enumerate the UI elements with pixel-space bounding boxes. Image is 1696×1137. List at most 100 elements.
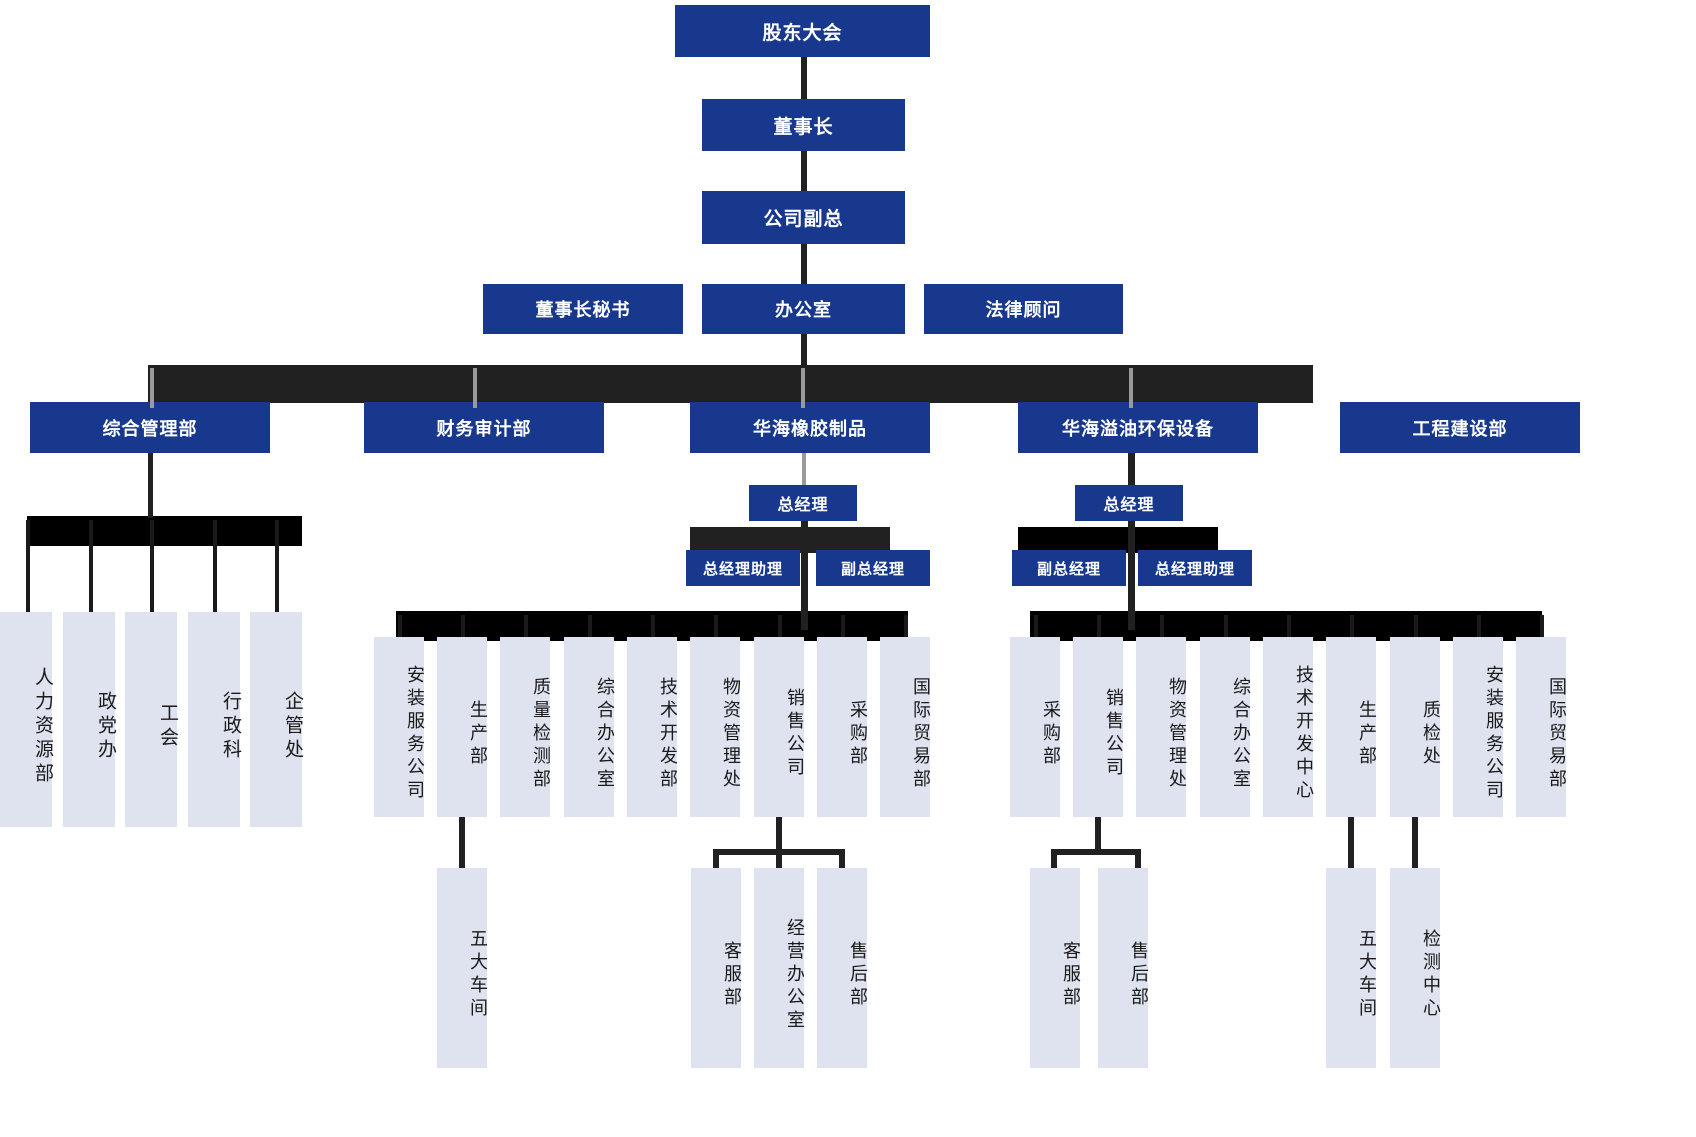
node-label: 综合办公室 (595, 676, 615, 792)
spill-sales-after-sales[interactable]: 售后部 (1098, 868, 1149, 1068)
spill-gm-assistant[interactable]: 总经理助理 (1138, 550, 1252, 586)
connector-division-bus (148, 365, 1313, 403)
connector-spill-dept-bus (1030, 611, 1542, 641)
connector-rubber-stub-0 (398, 615, 402, 650)
spill-dept-general-office[interactable]: 综合办公室 (1200, 637, 1251, 817)
division-finance-audit[interactable]: 财务审计部 (364, 402, 604, 453)
spill-dept-quality-inspection[interactable]: 质检处 (1390, 637, 1441, 817)
rubber-sales-business-office[interactable]: 经营办公室 (754, 868, 805, 1068)
connector-rubber-stub-4 (651, 615, 655, 650)
node-label: 企管处 (282, 690, 303, 763)
node-legal-counsel[interactable]: 法律顾问 (924, 284, 1123, 334)
connector-rubber-stub-6 (778, 615, 782, 650)
connector-chairman-to-vp (801, 150, 807, 192)
connector-spill-stub-3 (1224, 615, 1228, 650)
connector-rubber-stub-2 (524, 615, 528, 650)
spill-dept-production[interactable]: 生产部 (1326, 637, 1377, 817)
connector-spill-sales-stub-0 (1051, 849, 1057, 869)
rubber-sales-after-sales[interactable]: 售后部 (817, 868, 868, 1068)
node-label: 生产部 (468, 699, 488, 769)
connector-spill-sales-stub-1 (1135, 849, 1141, 869)
rubber-dept-sales-company[interactable]: 销售公司 (754, 637, 805, 817)
node-label: 售后部 (1129, 940, 1149, 1010)
rubber-dept-general-office[interactable]: 综合办公室 (564, 637, 615, 817)
dept-enterprise-management[interactable]: 企管处 (250, 612, 303, 827)
node-shareholders-meeting[interactable]: 股东大会 (675, 5, 930, 57)
rubber-dept-installation-service[interactable]: 安装服务公司 (374, 637, 425, 817)
rubber-deputy-gm[interactable]: 副总经理 (816, 550, 930, 586)
division-engineering-construction[interactable]: 工程建设部 (1340, 402, 1580, 453)
node-label: 质检处 (1421, 699, 1441, 769)
connector-office-to-divisionbar (801, 333, 807, 365)
spill-deputy-gm[interactable]: 副总经理 (1012, 550, 1126, 586)
connector-rubber-production-down (459, 817, 465, 869)
connector-spill-to-gm (1128, 453, 1135, 485)
node-label: 安装服务公司 (405, 665, 425, 803)
node-label: 五大车间 (468, 929, 488, 1021)
connector-rubber-stub-7 (841, 615, 845, 650)
node-label: 公司副总 (763, 209, 844, 230)
dept-labor-union[interactable]: 工会 (125, 612, 178, 827)
rubber-dept-international-trade[interactable]: 国际贸易部 (880, 637, 931, 817)
node-label: 法律顾问 (985, 300, 1062, 320)
rubber-general-manager[interactable]: 总经理 (749, 485, 857, 521)
connector-admin-stub-4 (275, 520, 279, 615)
connector-admin-stub-0 (26, 520, 30, 615)
division-general-management[interactable]: 综合管理部 (30, 402, 270, 453)
node-label: 综合办公室 (1231, 676, 1251, 792)
connector-spill-stub-5 (1350, 615, 1354, 650)
node-label: 综合管理部 (102, 418, 198, 439)
rubber-sales-customer-service[interactable]: 客服部 (691, 868, 742, 1068)
node-label: 董事长秘书 (535, 300, 631, 320)
node-label: 经营办公室 (785, 917, 805, 1033)
division-huahai-oilspill[interactable]: 华海溢油环保设备 (1018, 402, 1258, 453)
spill-dept-sales-company[interactable]: 销售公司 (1073, 637, 1124, 817)
spill-general-manager[interactable]: 总经理 (1075, 485, 1183, 521)
node-label: 生产部 (1357, 699, 1377, 769)
rubber-dept-production[interactable]: 生产部 (437, 637, 488, 817)
connector-admin-bus (27, 516, 302, 546)
connector-spill-stub-1 (1097, 615, 1101, 650)
node-label: 安装服务公司 (1484, 665, 1504, 803)
node-label: 华海橡胶制品 (753, 418, 867, 439)
dept-administration-section[interactable]: 行政科 (188, 612, 241, 827)
node-chairman-secretary[interactable]: 董事长秘书 (483, 284, 683, 334)
connector-stub-finance (473, 368, 477, 408)
node-label: 销售公司 (785, 688, 805, 780)
connector-rubber-gm-bus (690, 527, 890, 553)
dept-human-resources[interactable]: 人力资源部 (0, 612, 53, 827)
spill-testing-center[interactable]: 检测中心 (1390, 868, 1441, 1068)
rubber-dept-quality-inspection[interactable]: 质量检测部 (500, 637, 551, 817)
spill-dept-technology-development-center[interactable]: 技术开发中心 (1263, 637, 1314, 817)
node-label: 物资管理处 (1167, 676, 1187, 792)
dept-party-office[interactable]: 政党办 (63, 612, 116, 827)
connector-rubber-gm-down (801, 520, 808, 630)
spill-dept-materials-management[interactable]: 物资管理处 (1136, 637, 1187, 817)
node-chairman[interactable]: 董事长 (702, 99, 905, 151)
node-label: 技术开发部 (658, 676, 678, 792)
rubber-dept-materials-management[interactable]: 物资管理处 (690, 637, 741, 817)
rubber-dept-technology-development[interactable]: 技术开发部 (627, 637, 678, 817)
spill-dept-international-trade[interactable]: 国际贸易部 (1516, 637, 1567, 817)
spill-workshop-five-major[interactable]: 五大车间 (1326, 868, 1377, 1068)
node-office[interactable]: 办公室 (702, 284, 905, 334)
connector-stub-spill (1129, 368, 1133, 408)
node-label: 客服部 (1061, 940, 1081, 1010)
spill-dept-purchasing[interactable]: 采购部 (1010, 637, 1061, 817)
connector-spill-stub-0 (1034, 615, 1038, 650)
rubber-dept-purchasing[interactable]: 采购部 (817, 637, 868, 817)
connector-admin-stub-3 (213, 520, 217, 615)
rubber-gm-assistant[interactable]: 总经理助理 (686, 550, 800, 586)
spill-dept-installation-service[interactable]: 安装服务公司 (1453, 637, 1504, 817)
rubber-workshop-five-major[interactable]: 五大车间 (437, 868, 488, 1068)
connector-stub-rubber (801, 368, 805, 408)
connector-spill-qc-down (1412, 817, 1418, 869)
spill-sales-customer-service[interactable]: 客服部 (1030, 868, 1081, 1068)
node-label: 总经理 (1103, 497, 1155, 514)
connector-admin-down (148, 453, 153, 518)
connector-rubber-stub-1 (461, 615, 465, 650)
node-label: 客服部 (722, 940, 742, 1010)
node-vice-president[interactable]: 公司副总 (702, 191, 905, 244)
division-huahai-rubber[interactable]: 华海橡胶制品 (690, 402, 930, 453)
